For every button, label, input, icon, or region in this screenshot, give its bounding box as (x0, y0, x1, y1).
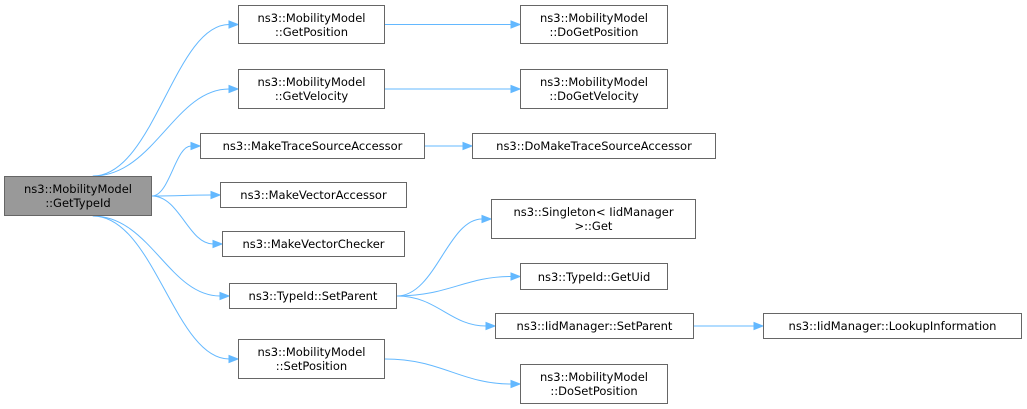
node-label-line1: ns3::MobilityModel (23, 182, 133, 196)
node-label-line1: ns3::MobilityModel (539, 75, 649, 89)
edge-typeIdSetParent-to-typeIdGetUid (396, 276, 512, 297)
edge-arrowhead (210, 190, 222, 200)
node-label-line1: ns3::Singleton< IidManager (513, 205, 674, 219)
node-label-line1: ns3::MakeTraceSourceAccessor (222, 139, 403, 153)
node-maketracesourceaccessor[interactable]: ns3::MakeTraceSourceAccessor (200, 133, 425, 159)
edge-root-to-makeVectorChecker (151, 195, 214, 245)
node-mobilitymodel-dosetposition[interactable]: ns3::MobilityModel ::DoSetPosition (520, 364, 668, 404)
edge-arrowhead (228, 20, 240, 29)
edge-typeIdSetParent-to-iidSetParent (396, 295, 487, 327)
node-label-line2: ::DoSetPosition (550, 384, 638, 398)
node-label-line1: ns3::DoMakeTraceSourceAccessor (496, 139, 692, 153)
node-root-getTypeId: ns3::MobilityModel ::GetTypeId (4, 176, 152, 216)
node-label-line2: ::GetPosition (274, 24, 349, 39)
edge-root-to-typeIdSetParent (92, 215, 221, 297)
node-typeid-setparent[interactable]: ns3::TypeId::SetParent (229, 283, 397, 309)
node-label-line1: ns3::MobilityModel (257, 75, 366, 89)
node-label-line2: ::DoGetVelocity (549, 89, 639, 103)
edge-setPosition-to-doSetPosition (384, 358, 512, 385)
node-label-line1: ns3::MakeVectorChecker (242, 237, 385, 251)
node-mobilitymodel-dogetvelocity[interactable]: ns3::MobilityModel ::DoGetVelocity (520, 69, 668, 109)
edge-arrowhead (462, 141, 474, 151)
edge-root-to-getPosition (92, 24, 230, 177)
node-label-line1: ns3::TypeId::GetUid (537, 269, 651, 284)
node-iidmanager-lookupinformation[interactable]: ns3::IidManager::LookupInformation (763, 313, 1022, 339)
edge-arrowhead (510, 272, 522, 281)
edge-typeIdSetParent-to-singletonGet (396, 218, 483, 297)
node-label-line1: ns3::MakeVectorAccessor (240, 188, 387, 202)
node-label-line1: ns3::MobilityModel (539, 10, 649, 25)
node-label-line1: ns3::TypeId::SetParent (248, 289, 378, 303)
node-typeid-getuid[interactable]: ns3::TypeId::GetUid (520, 263, 668, 290)
edge-root-to-setPosition (92, 215, 230, 360)
node-mobilitymodel-dogetposition[interactable]: ns3::MobilityModel ::DoGetPosition (520, 5, 668, 44)
node-label-line1: ns3::IidManager::SetParent (516, 319, 673, 333)
edge-arrowhead (481, 214, 493, 224)
edge-arrowhead (485, 321, 497, 331)
edge-root-to-getVelocity (92, 88, 230, 177)
node-mobilitymodel-getvelocity[interactable]: ns3::MobilityModel ::GetVelocity (238, 69, 385, 109)
edge-arrowhead (190, 141, 202, 151)
edge-arrowhead (510, 84, 522, 94)
edge-arrowhead (228, 84, 240, 94)
node-singleton-iidmanager-get[interactable]: ns3::Singleton< IidManager >::Get (491, 199, 696, 239)
node-label-line2: >::Get (574, 219, 613, 233)
edge-root-to-makeTraceSourceAccessor (151, 145, 192, 197)
edge-arrowhead (753, 321, 765, 331)
node-label-line2: ::SetPosition (275, 359, 348, 373)
node-label-line1: ns3::MobilityModel (539, 370, 649, 384)
node-makevectoraccessor[interactable]: ns3::MakeVectorAccessor (220, 182, 407, 208)
edge-arrowhead (219, 291, 231, 301)
edge-root-to-makeVectorAccessor (151, 194, 212, 197)
node-iidmanager-setparent[interactable]: ns3::IidManager::SetParent (495, 313, 694, 339)
node-label-line2: ::DoGetPosition (549, 24, 639, 39)
node-label-line1: ns3::MobilityModel (257, 345, 366, 359)
node-makevectorchecker[interactable]: ns3::MakeVectorChecker (222, 231, 405, 257)
node-mobilitymodel-getposition[interactable]: ns3::MobilityModel ::GetPosition (238, 5, 385, 44)
edge-arrowhead (228, 354, 240, 364)
node-domaketracesourceaccessor[interactable]: ns3::DoMakeTraceSourceAccessor (472, 133, 716, 159)
node-label-line1: ns3::IidManager::LookupInformation (788, 319, 997, 333)
edge-arrowhead (510, 379, 522, 389)
node-label-line1: ns3::MobilityModel (257, 10, 366, 25)
edge-arrowhead (212, 239, 224, 249)
node-mobilitymodel-setposition[interactable]: ns3::MobilityModel ::SetPosition (238, 339, 385, 379)
node-label-line2: ::GetVelocity (274, 89, 349, 103)
node-label-line2: ::GetTypeId (45, 196, 111, 210)
edge-arrowhead (510, 20, 522, 29)
